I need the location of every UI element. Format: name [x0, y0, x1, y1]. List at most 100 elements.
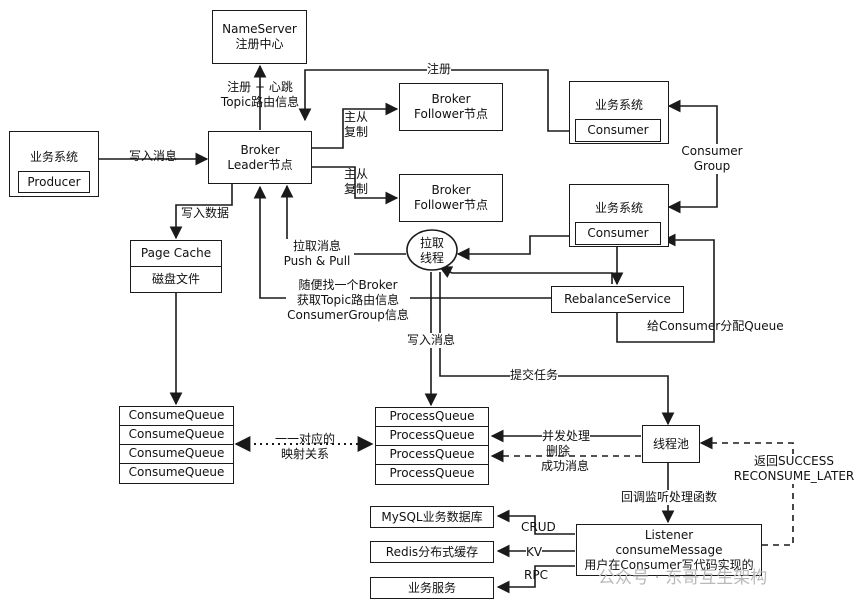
register-heartbeat-line-2: Topic路由信息	[220, 95, 300, 109]
kv-label: KV	[526, 545, 543, 560]
nameserver-node: NameServer 注册中心	[212, 10, 307, 64]
nameserver-subtitle: 注册中心	[235, 37, 284, 51]
pull-thread-node	[406, 229, 458, 271]
follower1-subtitle: Follower节点	[414, 107, 488, 121]
pull-thread-label: 拉取 线程	[411, 236, 453, 266]
replicate2-line-1: 主从	[344, 167, 369, 181]
process-queue: ProcessQueue	[375, 464, 489, 485]
delete-label: 删除	[546, 444, 571, 458]
follower2-title: Broker	[431, 183, 471, 197]
consumer-node-1: Consumer	[575, 119, 661, 142]
register-heartbeat-label: 注册 + 心跳 Topic路由信息	[213, 80, 307, 110]
pull-thread-line-1: 拉取	[419, 236, 444, 250]
rebalance-label: RebalanceService	[564, 292, 671, 306]
disk-file-label: 磁盘文件	[151, 272, 200, 286]
register-heartbeat-line-1: 注册 + 心跳	[227, 80, 293, 94]
submit-task-label: 提交任务	[510, 368, 559, 383]
edge-replicate-2	[312, 166, 399, 205]
thread-pool-label: 线程池	[652, 436, 689, 451]
consumer-label-2: Consumer	[587, 226, 649, 240]
consume-queue: ConsumeQueue	[119, 463, 234, 484]
pull-message-line-2: Push & Pull	[283, 254, 351, 268]
edge-consumer-to-pull	[456, 235, 575, 261]
edge-consumer-register	[298, 69, 573, 132]
listener-line-2: consumeMessage	[615, 542, 723, 557]
follower1-title: Broker	[431, 92, 471, 106]
edge-return-status	[699, 436, 794, 546]
watermark-text: 公众号 · 东哥互生架构	[598, 568, 768, 588]
replicate-label-2: 主从 复制	[344, 167, 368, 197]
pick-broker-line-1: 随便找一个Broker	[298, 278, 398, 292]
mysql-label: MySQL业务数据库	[381, 509, 483, 524]
success-message-label: 成功消息	[541, 459, 590, 474]
replicate1-line-1: 主从	[344, 110, 369, 124]
edge-rebalance-to-pull	[438, 266, 613, 284]
nameserver-title: NameServer	[222, 22, 297, 36]
edge-assign-queue	[616, 233, 715, 343]
concurrent-label: 并发处理	[542, 429, 591, 444]
producer-label: Producer	[27, 174, 81, 189]
return-status-line-2: RECONSUME_LATER	[733, 469, 855, 483]
crud-label: CRUD	[521, 520, 556, 534]
pull-message-line-1: 拉取消息	[292, 239, 341, 253]
write-message-label: 写入消息	[129, 149, 178, 163]
rebalance-service-node: RebalanceService	[551, 286, 684, 313]
return-status-line-1: 返回SUCCESS	[754, 454, 834, 468]
broker-leader-title: Broker	[240, 142, 280, 157]
pick-broker-label: 随便找一个Broker 获取Topic路由信息 ConsumerGroup信息	[286, 278, 410, 323]
one-to-one-line-1: 一一对应的	[274, 432, 335, 446]
follower2-subtitle: Follower节点	[414, 198, 488, 212]
consumer-group-line-2: Group	[693, 159, 731, 173]
process-queue: ProcessQueue	[375, 407, 489, 427]
consumer-business-label-2: 业务系统	[594, 201, 643, 215]
listener-line-3: 用户在Consumer写代码实现的	[584, 557, 754, 572]
page-cache-node: Page Cache 磁盘文件	[130, 240, 222, 293]
write-data-label: 写入数据	[181, 206, 230, 220]
edge-crud	[496, 509, 575, 535]
write-message-label-2: 写入消息	[407, 333, 456, 348]
redis-node: Redis分布式缓存	[370, 541, 494, 563]
thread-pool-node: 线程池	[642, 425, 700, 463]
business-service-node: 业务服务	[370, 577, 494, 599]
replicate2-line-2: 复制	[344, 182, 369, 196]
register-label: 注册	[427, 62, 452, 77]
replicate1-line-2: 复制	[344, 125, 369, 139]
return-status-label: 返回SUCCESS RECONSUME_LATER	[730, 454, 858, 484]
one-to-one-label: 一一对应的 映射关系	[270, 432, 340, 462]
business-service-label: 业务服务	[407, 580, 456, 595]
consume-queue: ConsumeQueue	[119, 406, 234, 426]
pull-message-label: 拉取消息 Push & Pull	[280, 239, 354, 269]
consume-queue: ConsumeQueue	[119, 425, 234, 445]
edge-rpc	[496, 565, 575, 594]
producer-business-label: 业务系统	[29, 150, 78, 164]
process-queue: ProcessQueue	[375, 426, 489, 446]
consume-queue: ConsumeQueue	[119, 444, 234, 464]
pick-broker-line-3: ConsumerGroup信息	[287, 308, 409, 322]
replicate-label-1: 主从 复制	[344, 110, 368, 140]
pick-broker-line-2: 获取Topic路由信息	[296, 293, 400, 307]
process-queue: ProcessQueue	[375, 445, 489, 465]
broker-leader-node: Broker Leader节点	[208, 131, 312, 184]
edge-rebalance-to-broker	[253, 185, 551, 299]
broker-follower-node-2: Broker Follower节点	[399, 174, 503, 222]
callback-label: 回调监听处理函数	[621, 490, 718, 505]
page-cache-label: Page Cache	[131, 241, 221, 267]
edge-broker-to-pagecache	[169, 183, 233, 240]
broker-follower-node-1: Broker Follower节点	[399, 83, 503, 131]
producer-node: Producer	[18, 171, 90, 193]
consumer-business-label-1: 业务系统	[594, 98, 643, 112]
consumer-label-1: Consumer	[587, 123, 649, 137]
consumer-node-2: Consumer	[575, 222, 661, 245]
broker-leader-subtitle: Leader节点	[227, 157, 293, 172]
pull-thread-line-2: 线程	[419, 251, 444, 265]
edge-replicate-1	[312, 102, 399, 149]
consumer-group-label: Consumer Group	[677, 144, 747, 174]
one-to-one-line-2: 映射关系	[280, 447, 329, 461]
consumer-group-line-1: Consumer	[681, 144, 743, 158]
mysql-node: MySQL业务数据库	[370, 506, 494, 528]
assign-queue-label: 给Consumer分配Queue	[647, 319, 784, 333]
listener-line-1: Listener	[644, 527, 694, 542]
redis-label: Redis分布式缓存	[385, 544, 479, 559]
